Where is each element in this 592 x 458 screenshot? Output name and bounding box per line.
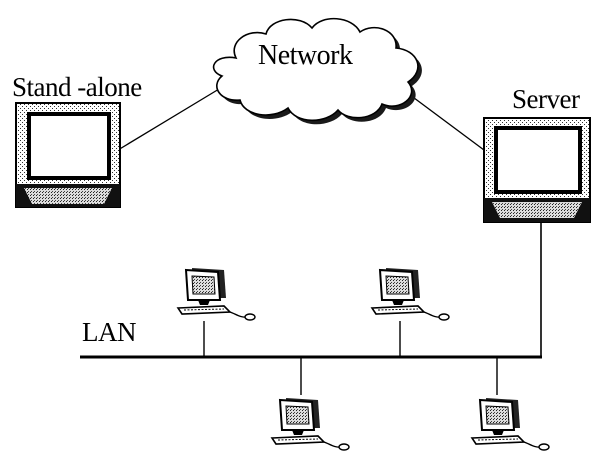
standalone-label: Stand -alone (12, 72, 142, 102)
network-label: Network (258, 40, 353, 71)
standalone-computer-icon (15, 102, 121, 208)
network-cloud-icon (212, 17, 422, 125)
workstation-1-icon (177, 267, 256, 321)
workstation-2-icon (371, 267, 450, 321)
workstation-3-icon (271, 397, 350, 451)
lan-label: LAN (82, 317, 137, 347)
server-computer-icon (483, 117, 591, 223)
server-label: Server (512, 84, 580, 114)
link-standalone-network (117, 85, 225, 151)
workstation-4-icon (471, 397, 550, 451)
